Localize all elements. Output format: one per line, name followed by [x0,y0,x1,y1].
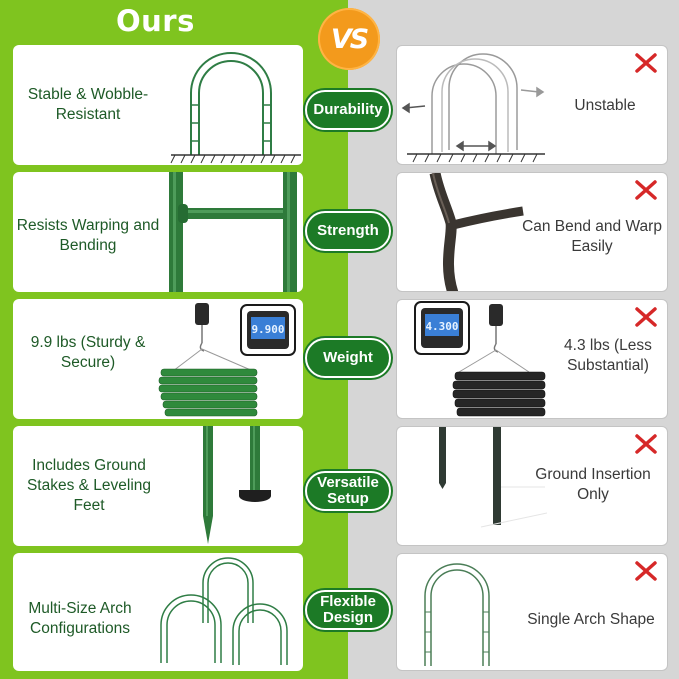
ours-durability-text: Stable & Wobble-Resistant [27,86,149,124]
competitor-setup-text: Ground Insertion Only [535,466,651,504]
competitor-card-setup: Ground Insertion Only [396,426,668,546]
competitor-strength-text: Can Bend and Warp Easily [522,218,662,256]
category-strength: Strength [305,211,391,251]
ours-card-design: Multi-Size Arch Configurations [13,553,303,671]
ours-weight-text: 9.9 lbs (Sturdy & Secure) [30,334,146,372]
insertion-post-icon [439,427,547,528]
ours-card-strength: Resists Warping and Bending [13,172,303,292]
hanging-scale-icon: 4.300 [414,301,546,417]
single-arch-icon [424,563,490,666]
ours-card-durability: Stable & Wobble-Resistant [13,45,303,165]
ours-heading: Ours [116,4,195,38]
category-versatile-setup: Versatile Setup [305,471,391,511]
garden-arch-icon [170,52,301,164]
category-weight: Weight [305,338,391,378]
bent-tube-icon [429,173,524,291]
scale-readout: 4.300 [425,320,458,333]
ours-card-weight: 9.9 lbs (Sturdy & Secure) 9.900 [13,299,303,419]
x-mark-icon [635,53,657,73]
hanging-scale-icon: 9.900 [158,303,296,417]
straight-tube-icon [169,172,297,292]
ours-design-text: Multi-Size Arch Configurations [28,600,132,638]
competitor-card-design: Single Arch Shape [396,553,668,671]
ours-setup-text: Includes Ground Stakes & Leveling Feet [26,457,152,515]
ground-stake-icon [203,426,271,544]
competitor-weight-text: 4.3 lbs (Less Substantial) [564,337,652,375]
x-mark-icon [635,307,657,327]
competitor-card-weight: 4.300 4.3 lbs (Less Substantial) [396,299,668,419]
competitor-design-text: Single Arch Shape [527,611,655,628]
multi-arch-icon [160,557,288,665]
category-flexible-design: Flexible Design [305,590,391,630]
wobbling-arch-icon [401,53,545,163]
ours-card-setup: Includes Ground Stakes & Leveling Feet [13,426,303,546]
vs-label: VS [330,23,369,55]
ours-strength-text: Resists Warping and Bending [16,217,160,255]
category-durability: Durability [305,90,391,130]
vs-badge: VS [318,8,380,70]
competitor-card-strength: Can Bend and Warp Easily [396,172,668,292]
x-mark-icon [635,180,657,200]
x-mark-icon [635,561,657,581]
x-mark-icon [635,434,657,454]
competitor-card-durability: Unstable [396,45,668,165]
scale-readout: 9.900 [251,323,284,336]
competitor-durability-text: Unstable [574,97,636,114]
